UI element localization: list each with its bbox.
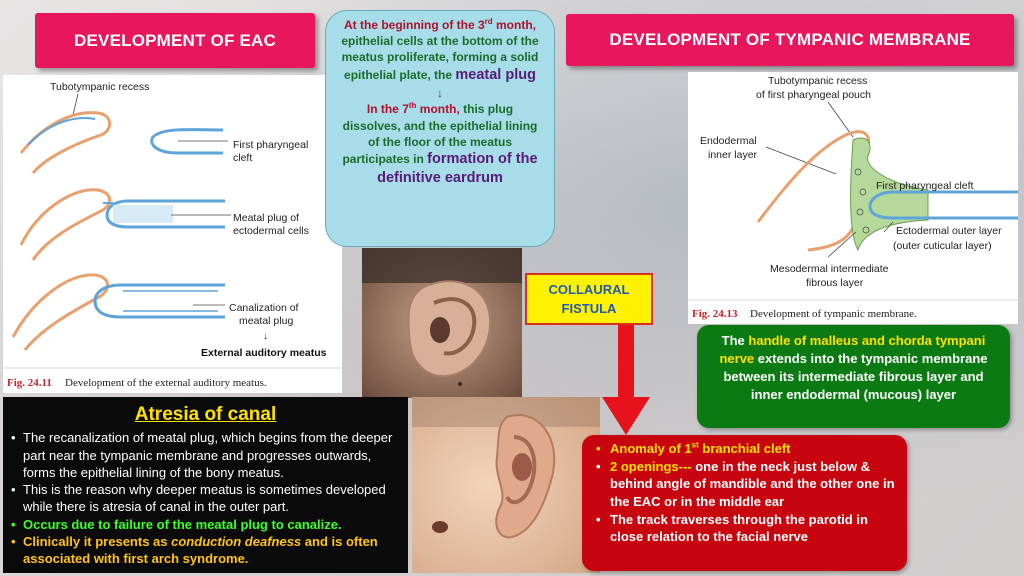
figure-eac-development: Tubotympanic recess First pharyngeal cle…	[3, 75, 342, 393]
red-bullet-1-b: branchial cleft	[702, 441, 791, 456]
label-first-pharyngeal-pouch: of first pharyngeal pouch	[756, 89, 871, 101]
atresia-conduction-deafness: conduction deafness	[171, 533, 302, 549]
atresia-bullet-2: This is the reason why deeper meatus is …	[11, 481, 400, 516]
green-box-text: extends into the tympanic membrane betwe…	[723, 350, 988, 402]
atresia-of-canal-box: Atresia of canal The recanalization of m…	[3, 397, 408, 573]
green-box-prefix: The	[721, 333, 745, 348]
atresia-bullet-3: Occurs due to failure of the meatal plug…	[11, 516, 400, 534]
red-bullet-1-sup: st	[691, 440, 699, 450]
fistula-line-1: COLLAURAL	[548, 281, 630, 297]
label-canalization: Canalization of	[229, 302, 299, 314]
callout-7th-month: In the 7	[366, 102, 409, 117]
green-box-highlight: handle of malleus and chorda tympani ner…	[719, 333, 986, 366]
label-inner-layer: inner layer	[708, 149, 758, 161]
red-bullet-1-a: Anomaly of 1	[610, 441, 692, 456]
first-branchial-cleft-box: Anomaly of 1st branchial cleft 2 opening…	[582, 435, 907, 571]
title-development-of-tympanic-membrane: DEVELOPMENT OF TYMPANIC MEMBRANE	[566, 14, 1014, 66]
label-endodermal: Endodermal	[700, 135, 757, 147]
label-ectodermal-cells: ectodermal cells	[233, 225, 309, 237]
label-meatal-plug: Meatal plug of	[233, 212, 299, 224]
callout-month: month,	[496, 18, 536, 32]
label-meatal-plug-2: meatal plug	[239, 315, 293, 327]
label-cleft: cleft	[233, 152, 252, 164]
red-bullet-2-text: one in the neck just below & behind angl…	[610, 458, 895, 510]
caption-text: Development of tympanic membrane.	[750, 308, 917, 320]
callout-paragraph-2: In the 7th month, this plug dissolves, a…	[338, 101, 542, 189]
callout-sup-th: th	[408, 101, 417, 111]
atresia-bullet-4: Clinically it presents as conduction dea…	[11, 533, 400, 568]
label-tubotympanic-recess: Tubotympanic recess	[50, 81, 149, 93]
red-bullet-2: 2 openings--- one in the neck just below…	[594, 458, 897, 511]
callout-text-2: this plug dissolves, and the epithelial …	[342, 102, 538, 166]
red-box-list: Anomaly of 1st branchial cleft 2 opening…	[594, 440, 897, 546]
callout-meatal-plug-term: meatal plug	[455, 66, 536, 83]
label-first-pharyngeal-cleft: First pharyngeal cleft	[876, 180, 974, 192]
atresia-bullet-1: The recanalization of meatal plug, which…	[11, 429, 400, 481]
atresia-bullet-4-b: and is often associated with first arch …	[23, 533, 378, 567]
callout-eardrum-term: formation of the definitive eardrum	[377, 150, 538, 187]
ear-photo-atresia	[412, 397, 600, 573]
callout-3rd-month: At the beginning of the 3	[344, 18, 485, 32]
callout-text-1: epithelial cells at the bottom of the me…	[341, 34, 539, 82]
atresia-bullet-4-a: Clinically it presents as	[23, 533, 168, 549]
title-development-of-eac: DEVELOPMENT OF EAC	[35, 13, 315, 68]
label-external-auditory-meatus: External auditory meatus	[201, 347, 327, 359]
callout-month-2: month,	[419, 102, 460, 117]
atresia-title: Atresia of canal	[134, 404, 277, 425]
caption-number: Fig. 24.13	[692, 308, 738, 320]
label-first-pharyngeal: First pharyngeal	[233, 139, 308, 151]
figure-tympanic-membrane-development: Tubotympanic recess of first pharyngeal …	[688, 72, 1018, 324]
label-fibrous-layer: fibrous layer	[806, 277, 864, 289]
meatal-plug-callout: At the beginning of the 3rd month, epith…	[325, 10, 555, 247]
fistula-line-2: FISTULA	[561, 301, 617, 316]
red-down-arrow-icon	[602, 325, 650, 435]
red-bullet-2-openings: 2 openings---	[610, 458, 692, 474]
malleus-chorda-tympani-box: The handle of malleus and chorda tympani…	[697, 325, 1010, 428]
callout-down-arrow-icon: ↓	[437, 86, 443, 101]
caption-text: Development of the external auditory mea…	[65, 377, 267, 389]
label-ectodermal-outer-layer: Ectodermal outer layer	[896, 225, 1002, 237]
down-arrow-icon: ↓	[263, 331, 268, 342]
red-bullet-3: The track traverses through the parotid …	[594, 511, 897, 546]
red-bullet-1: Anomaly of 1st branchial cleft	[594, 440, 897, 458]
callout-sup-rd: rd	[484, 17, 493, 26]
label-tubotympanic-recess: Tubotympanic recess	[768, 75, 867, 87]
caption-number: Fig. 24.11	[7, 377, 52, 389]
label-mesodermal: Mesodermal intermediate	[770, 263, 889, 275]
label-outer-cuticular-layer: (outer cuticular layer)	[893, 240, 992, 252]
collaural-fistula-label: COLLAURAL FISTULA	[525, 273, 653, 325]
ear-photo-fistula	[362, 248, 522, 398]
atresia-list: The recanalization of meatal plug, which…	[11, 429, 400, 567]
callout-paragraph-1: At the beginning of the 3rd month, epith…	[338, 17, 542, 85]
